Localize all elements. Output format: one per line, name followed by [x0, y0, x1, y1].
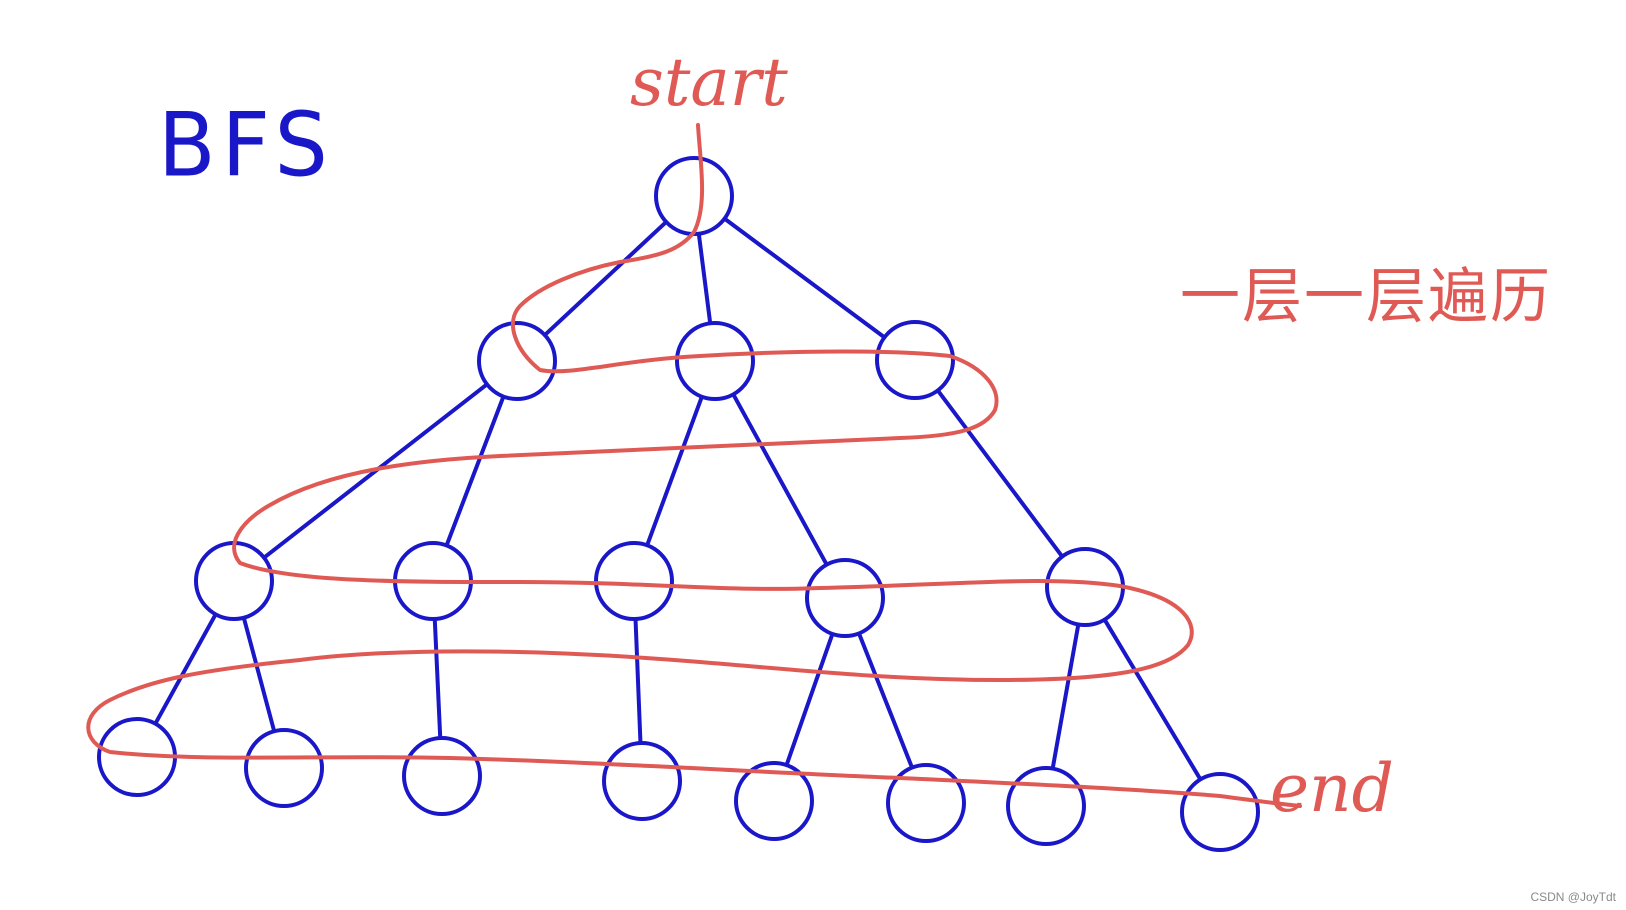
tree-node-l1-1	[675, 321, 755, 401]
tree-edge-l2-2-l3-3	[633, 616, 643, 746]
tree-edge-l2-0-l3-1	[241, 615, 277, 734]
tree-node-l3-7	[1180, 772, 1260, 852]
tree-edge-l1-0-l2-1	[444, 394, 506, 548]
bfs-traversal-path	[86, 123, 1302, 808]
tree-node-l3-5	[886, 763, 966, 843]
tree-node-l2-2	[594, 541, 674, 621]
tree-edge-l2-3-l3-4	[784, 631, 835, 768]
tree-edge-l2-3-l3-5	[856, 631, 915, 770]
tree-edges	[153, 216, 1203, 782]
tree-edge-l2-4-l3-6	[1050, 622, 1081, 771]
tree-node-l3-4	[734, 761, 814, 841]
tree-nodes	[97, 156, 1260, 852]
start-label: start	[630, 44, 788, 121]
tree-node-l1-2	[875, 320, 955, 400]
tree-edge-l1-2-l2-4	[935, 388, 1065, 559]
tree-edge-root-l1-0	[542, 219, 669, 338]
tree-node-l1-0	[477, 321, 557, 401]
tree-edge-root-l1-2	[722, 216, 887, 340]
tree-edge-l1-1-l2-3	[731, 392, 829, 567]
tree-edge-l2-4-l3-7	[1102, 617, 1203, 782]
tree-node-l3-1	[244, 728, 324, 808]
tree-edge-l1-1-l2-2	[645, 394, 704, 548]
tree-node-l3-3	[602, 741, 682, 821]
tree-edge-root-l1-1	[696, 231, 713, 326]
tree-node-root	[654, 156, 734, 236]
tree-edge-l2-0-l3-0	[153, 612, 218, 726]
diagram-title: BFS	[158, 93, 334, 197]
tree-node-l3-2	[402, 736, 482, 816]
tree-node-l2-4	[1045, 547, 1125, 627]
level-traversal-note: 一层一层遍历	[1180, 262, 1552, 332]
end-label: end	[1270, 750, 1394, 827]
watermark: CSDN @JoyTdt	[1530, 890, 1616, 904]
tree-edge-l2-1-l3-2	[432, 616, 443, 741]
tree-node-l3-6	[1006, 766, 1086, 846]
tree-node-l2-3	[805, 558, 885, 638]
